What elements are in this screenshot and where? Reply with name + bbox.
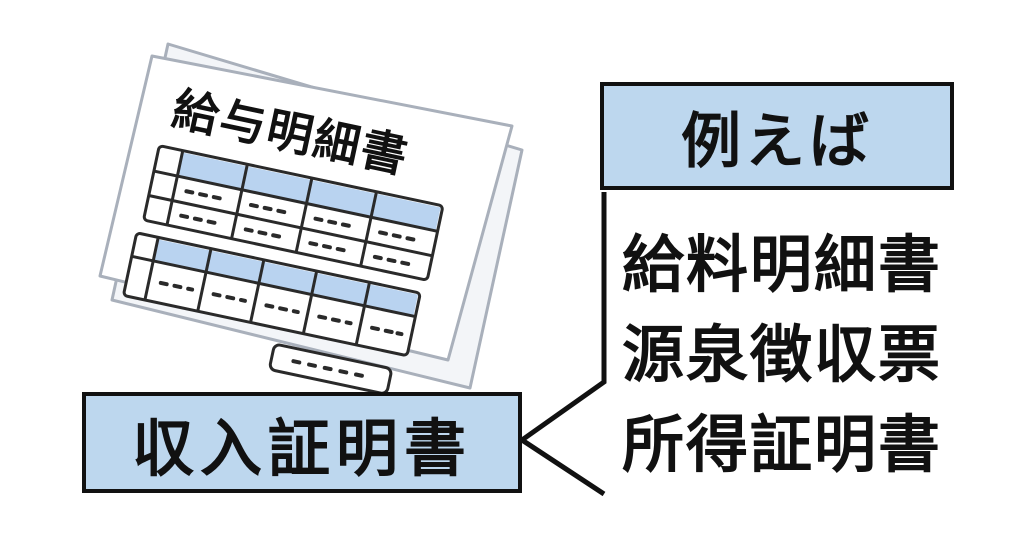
example-item-withholding-slip: 源泉徴収票 xyxy=(622,318,943,391)
payslip-illustration: 給与明細書 xyxy=(98,42,524,395)
example-header-box: 例えば xyxy=(600,82,954,190)
callout-connector xyxy=(517,192,607,497)
example-item-payslip: 給料明細書 xyxy=(622,228,943,301)
income-certificate-box: 収入証明書 xyxy=(82,392,522,493)
payslip-total-field xyxy=(268,343,393,395)
example-list: 給料明細書 源泉徴収票 所得証明書 xyxy=(622,220,962,490)
example-item-income-certificate: 所得証明書 xyxy=(622,408,943,481)
income-certificate-label: 収入証明書 xyxy=(131,411,472,485)
example-header-label: 例えば xyxy=(681,106,873,177)
payslip-upper-table xyxy=(142,144,444,282)
payslip-lower-table xyxy=(122,232,422,357)
